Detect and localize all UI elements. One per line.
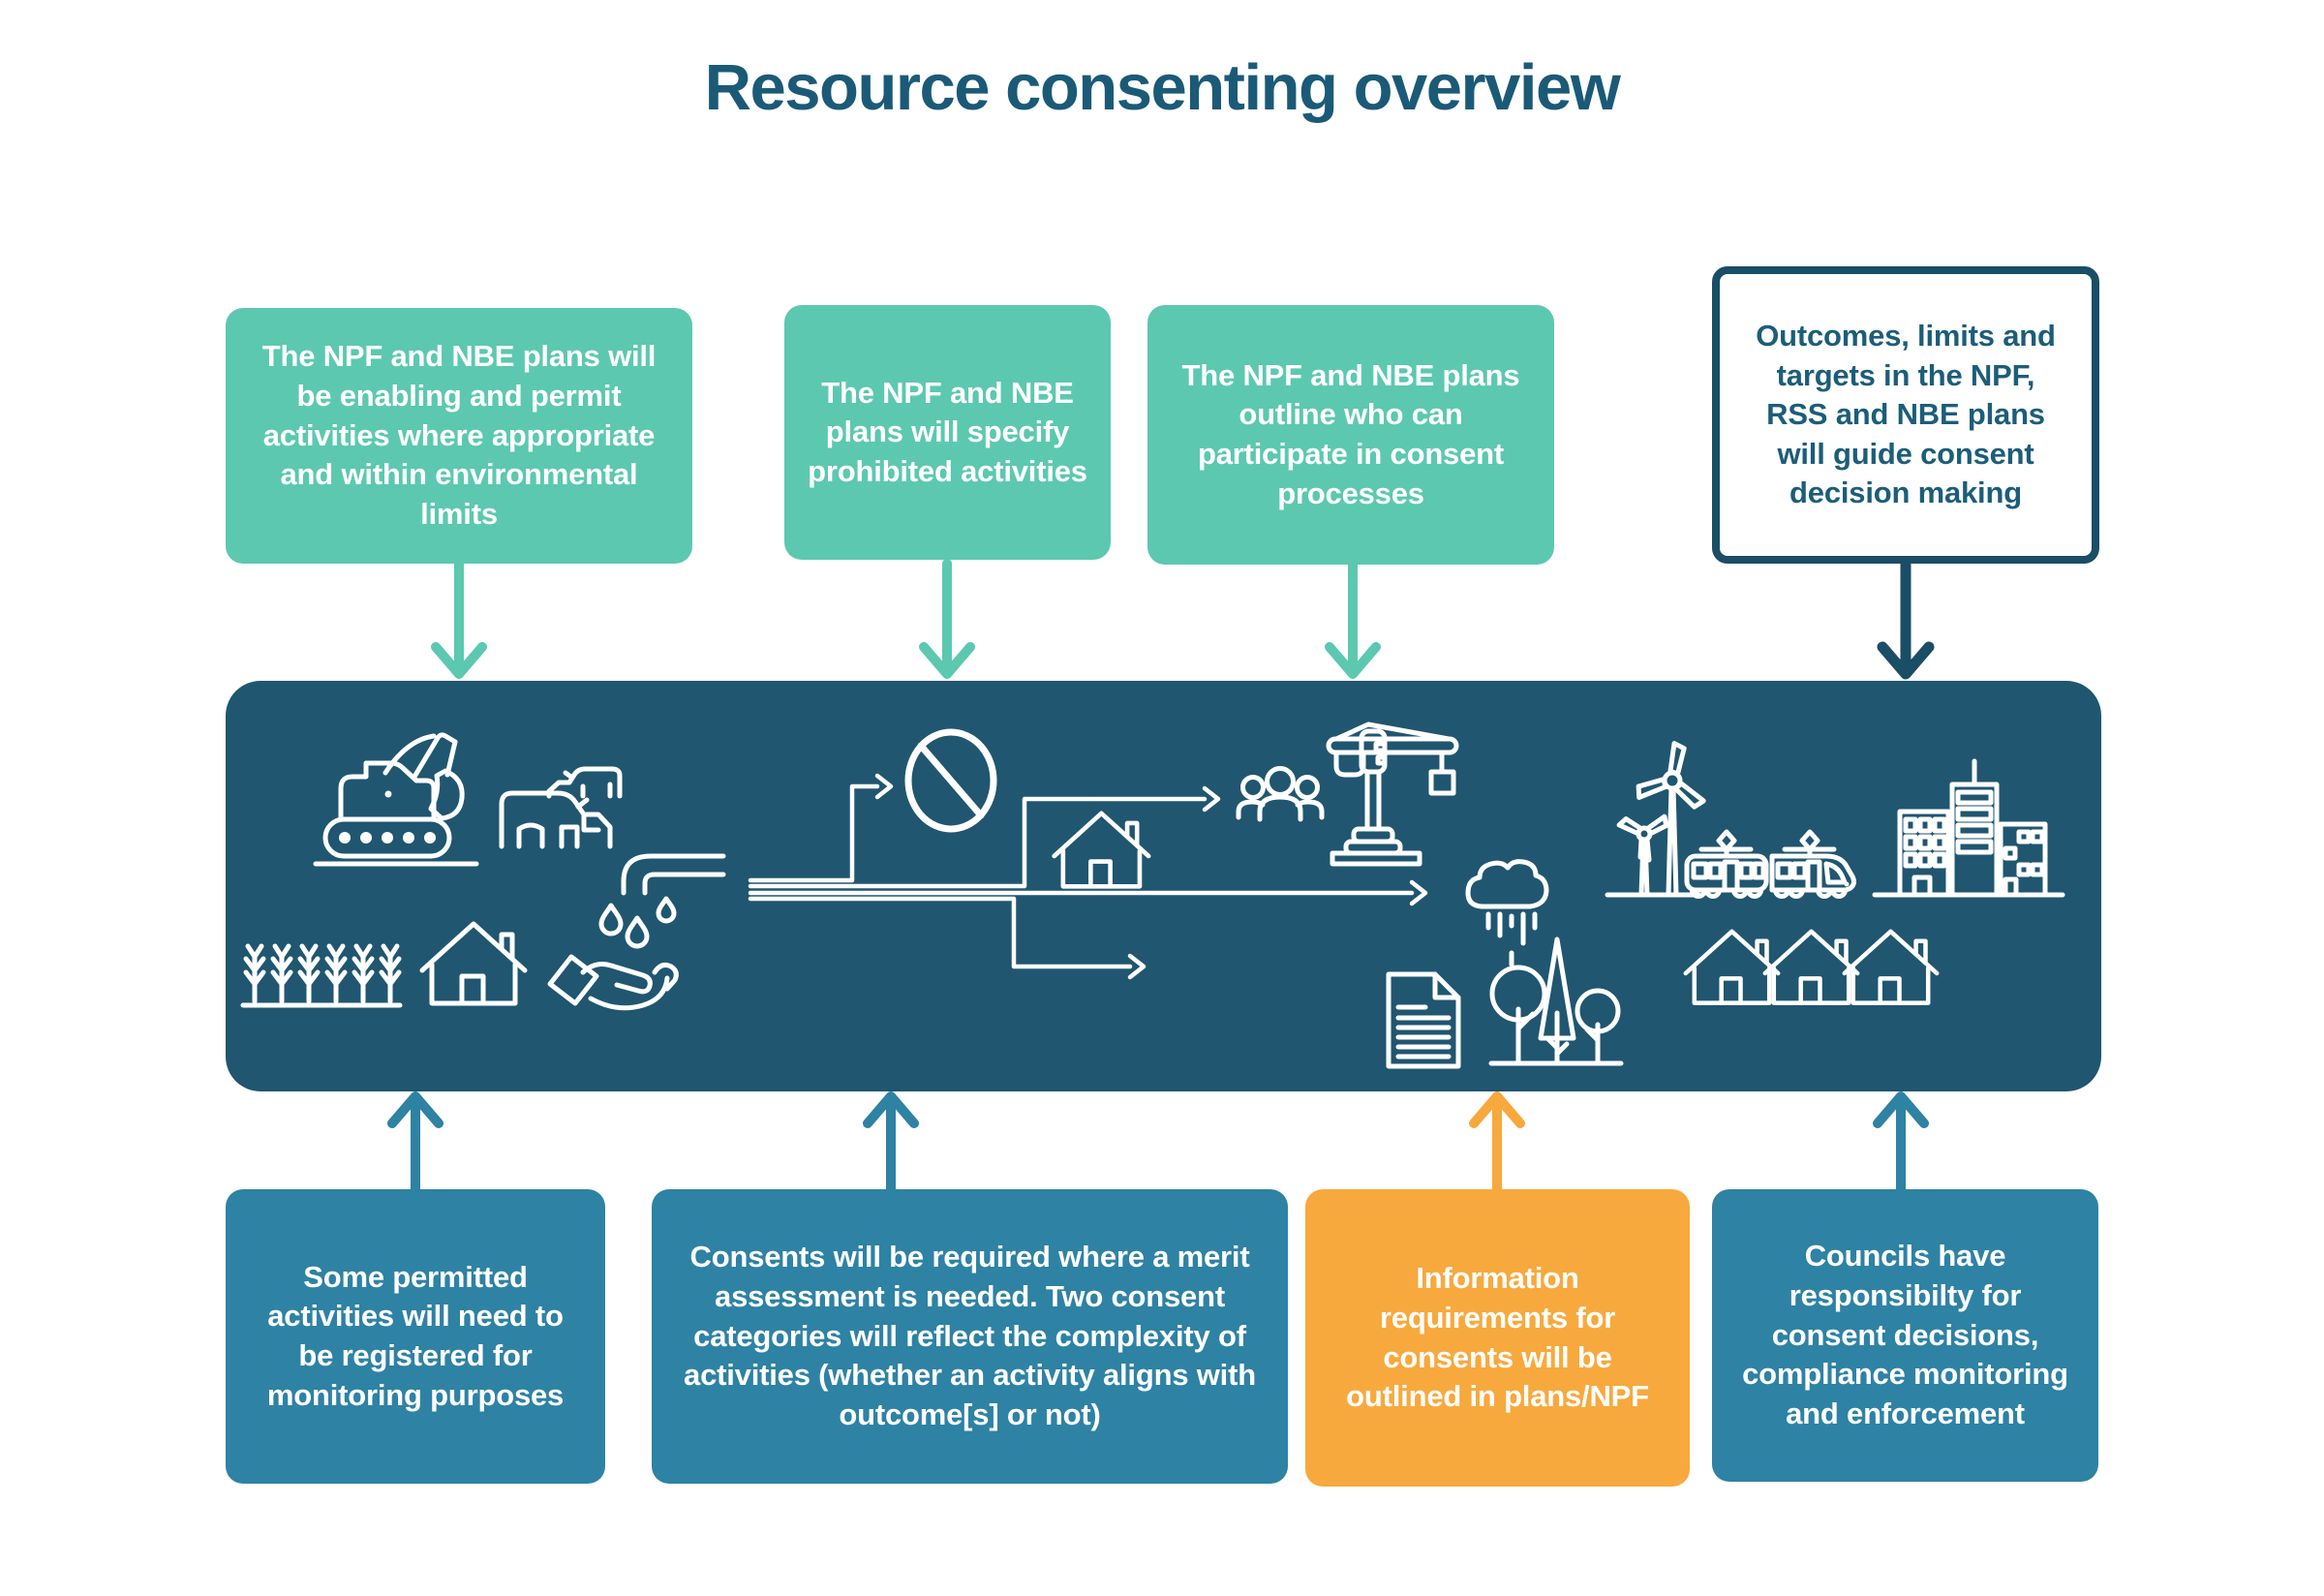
tap-water-icon xyxy=(621,853,726,896)
callout-consents-required: Consents will be required where a merit … xyxy=(652,1189,1288,1484)
top-arrows xyxy=(431,559,1381,679)
bottom-arrows xyxy=(387,1091,1929,1194)
rain-cloud-icon xyxy=(1465,859,1549,967)
callout-text: Consents will be required where a merit … xyxy=(684,1240,1256,1431)
callout-councils-responsibility: Councils have responsibilty for consent … xyxy=(1712,1189,2098,1482)
down-arrow-icon xyxy=(919,559,975,679)
callout-npf-enabling: The NPF and NBE plans will be enabling a… xyxy=(226,308,692,564)
central-band xyxy=(226,681,2101,1091)
excavator-icon xyxy=(313,732,479,867)
up-arrow-icon xyxy=(1873,1091,1929,1194)
callout-text: The NPF and NBE plans outline who can pa… xyxy=(1181,357,1520,510)
up-arrow-icon xyxy=(1469,1091,1525,1194)
wind-turbines-icon xyxy=(1605,741,1706,898)
callout-text: Information requirements for consents wi… xyxy=(1346,1261,1649,1414)
down-arrow-icon xyxy=(1325,559,1381,679)
callout-npf-participate: The NPF and NBE plans outline who can pa… xyxy=(1147,305,1554,565)
people-group-icon xyxy=(1236,766,1325,822)
up-arrow-icon xyxy=(387,1091,443,1194)
callout-npf-prohibited: The NPF and NBE plans will specify prohi… xyxy=(784,305,1111,560)
prohibition-sign-icon xyxy=(904,728,997,833)
callout-outcomes-guide: Outcomes, limits and targets in the NPF,… xyxy=(1712,266,2099,564)
cows-icon xyxy=(499,766,623,849)
callout-text: Outcomes, limits and targets in the NPF,… xyxy=(1756,318,2056,510)
callout-text: The NPF and NBE plans will be enabling a… xyxy=(261,339,657,531)
trees-icon xyxy=(1488,936,1624,1066)
watering-hand-icon xyxy=(547,954,679,1011)
tram-icon xyxy=(1684,829,1856,899)
callout-text: Some permitted activities will need to b… xyxy=(266,1259,565,1412)
crops-icon xyxy=(240,946,403,1008)
water-drops-icon xyxy=(598,896,677,949)
callout-information-requirements: Information requirements for consents wi… xyxy=(1305,1189,1690,1487)
callout-text: Councils have responsibilty for consent … xyxy=(1742,1239,2068,1430)
callout-text: The NPF and NBE plans will specify prohi… xyxy=(808,375,1087,488)
down-arrow-icon xyxy=(431,559,487,679)
construction-crane-icon xyxy=(1326,721,1459,867)
document-icon xyxy=(1386,971,1461,1069)
page-title: Resource consenting overview xyxy=(704,51,1621,124)
callout-registered-monitoring: Some permitted activities will need to b… xyxy=(226,1189,605,1484)
city-buildings-icon xyxy=(1872,758,2065,898)
down-arrow-dark-icon xyxy=(1877,558,1935,680)
flow-arrows-icon xyxy=(748,773,1428,980)
up-arrow-icon xyxy=(863,1091,919,1194)
